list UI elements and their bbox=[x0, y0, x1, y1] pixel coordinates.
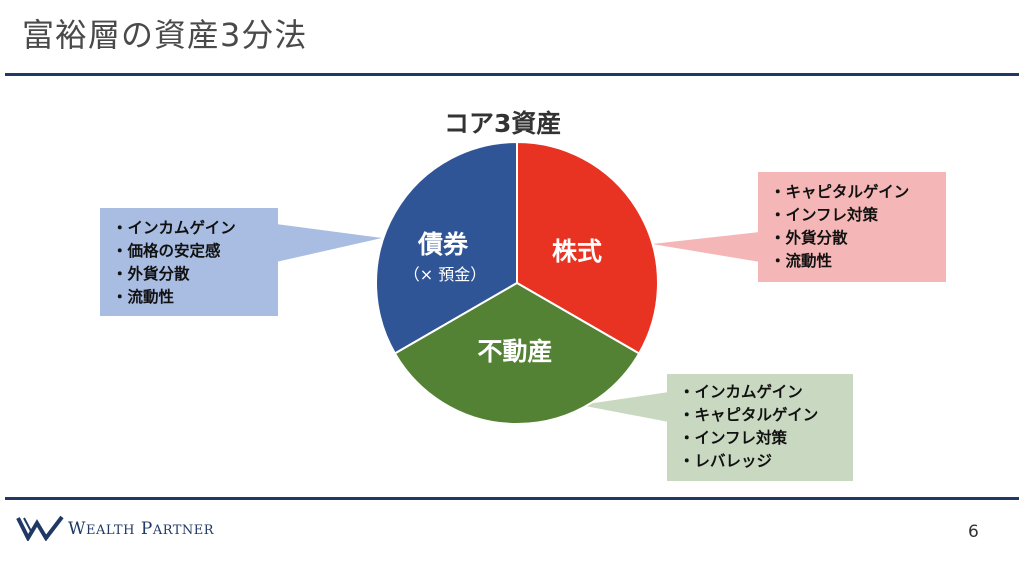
pie-label-stocks: 株式 bbox=[552, 237, 602, 266]
pie-slice-realestate bbox=[393, 281, 641, 425]
realestate-callout: ・インカムゲイン ・キャピタルゲイン ・インフレ対策 ・レバレッジ bbox=[667, 374, 853, 481]
realestate-callout-pointer bbox=[580, 392, 669, 422]
slide-title: 富裕層の資産3分法 bbox=[22, 16, 308, 54]
stocks-callout-pointer bbox=[652, 232, 760, 262]
page-number: 6 bbox=[968, 522, 979, 542]
callout-item: ・流動性 bbox=[770, 252, 833, 270]
brand-rest: ARTNER bbox=[152, 523, 215, 538]
pie-slice-bonds bbox=[375, 140, 518, 355]
pie-title: コア3資産 bbox=[444, 109, 562, 138]
callout-item: ・インフレ対策 bbox=[679, 429, 788, 447]
callout-item: ・外貨分散 bbox=[112, 265, 190, 283]
callout-item: ・流動性 bbox=[112, 288, 175, 306]
callout-item: ・インカムゲイン bbox=[679, 383, 803, 401]
brand-name: WEALTH PARTNER bbox=[68, 519, 214, 539]
callout-item: ・インカムゲイン bbox=[112, 219, 236, 237]
brand-initial: P bbox=[140, 519, 153, 539]
bonds-callout: ・インカムゲイン ・価格の安定感 ・外貨分散 ・流動性 bbox=[100, 208, 278, 316]
pie-slice-stocks bbox=[516, 140, 659, 355]
callout-item: ・キャピタルゲイン bbox=[679, 406, 819, 424]
callout-item: ・インフレ対策 bbox=[770, 206, 879, 224]
callout-item: ・レバレッジ bbox=[679, 452, 773, 470]
core-assets-pie-chart: 債券 （× 預金） 株式 不動産 bbox=[375, 140, 659, 425]
pie-sublabel-bonds: （× 預金） bbox=[404, 265, 487, 284]
stocks-callout: ・キャピタルゲイン ・インフレ対策 ・外貨分散 ・流動性 bbox=[758, 172, 946, 282]
callout-item: ・価格の安定感 bbox=[112, 242, 221, 260]
wealth-partner-logo-icon bbox=[16, 515, 64, 541]
pie-label-bonds: 債券 bbox=[417, 230, 469, 259]
top-divider bbox=[5, 73, 1019, 76]
pie-label-realestate: 不動産 bbox=[477, 337, 552, 366]
callout-item: ・外貨分散 bbox=[770, 229, 848, 247]
brand-initial: W bbox=[68, 519, 86, 539]
brand-rest: EALTH bbox=[85, 523, 135, 538]
callout-item: ・キャピタルゲイン bbox=[770, 183, 910, 201]
bonds-callout-pointer bbox=[276, 224, 382, 262]
bottom-divider bbox=[5, 497, 1019, 500]
